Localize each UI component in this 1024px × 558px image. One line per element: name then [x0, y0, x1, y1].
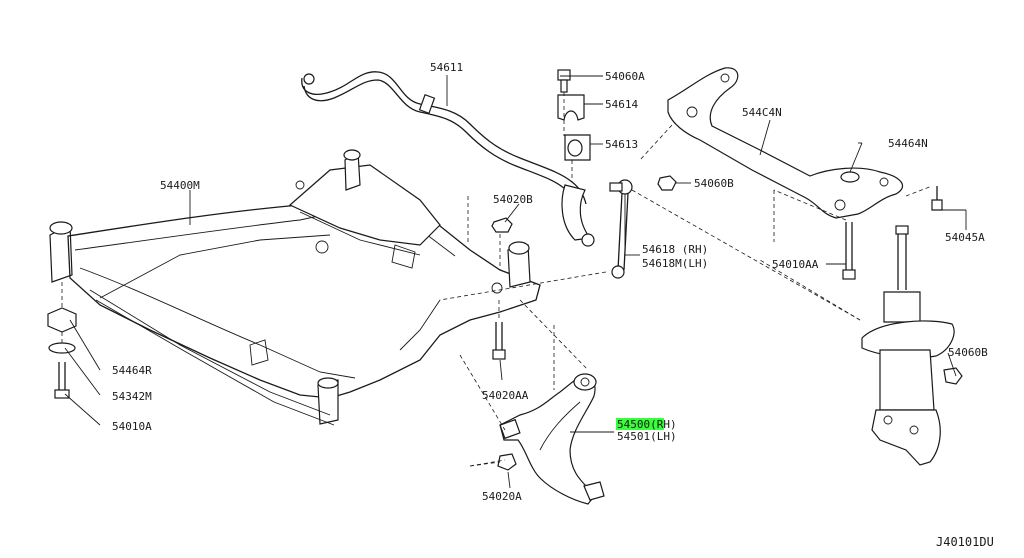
stabilizer-bar-drawing — [301, 71, 595, 247]
label-54060B-stay: 54060B — [694, 177, 734, 190]
label-54045A: 54045A — [945, 231, 985, 244]
label-54400M: 54400M — [160, 179, 200, 192]
stay-nut-drawing — [657, 175, 677, 191]
label-54010A: 54010A — [112, 420, 152, 433]
subframe-bolts-drawing — [467, 196, 513, 360]
left-mount-parts-drawing — [47, 282, 77, 399]
label-54618M: 54618M(LH) — [642, 257, 708, 270]
strut-drawing — [759, 225, 963, 466]
lower-arm-drawing — [459, 299, 605, 505]
label-54464R: 54464R — [112, 364, 152, 377]
label-54618: 54618 (RH) — [642, 243, 708, 256]
label-54020B: 54020B — [493, 193, 533, 206]
diagram-code: J40101DU — [936, 535, 994, 549]
label-54614: 54614 — [605, 98, 638, 111]
label-54020AA: 54020AA — [482, 389, 529, 402]
label-54613: 54613 — [605, 138, 638, 151]
label-54501: 54501(LH) — [617, 430, 677, 443]
label-544C4N: 544C4N — [742, 106, 782, 119]
connecting-rod-drawing — [439, 179, 861, 321]
subframe-drawing — [49, 149, 541, 426]
stay-bolt-drawing — [905, 185, 943, 211]
leader-lines — [64, 75, 967, 489]
label-54010AA: 54010AA — [772, 258, 819, 271]
part-labels: 54611 54060A 54614 54613 54400M 54020B 5… — [112, 61, 994, 549]
label-54464N: 54464N — [888, 137, 928, 150]
label-54020A: 54020A — [482, 490, 522, 503]
label-54611: 54611 — [430, 61, 463, 74]
clamp-assembly-drawing — [557, 69, 591, 182]
label-54060B-strut: 54060B — [948, 346, 988, 359]
label-54060A: 54060A — [605, 70, 645, 83]
label-54500: 54500(RH) — [617, 418, 677, 431]
stay-drawing — [639, 67, 903, 219]
label-54342M: 54342M — [112, 390, 152, 403]
